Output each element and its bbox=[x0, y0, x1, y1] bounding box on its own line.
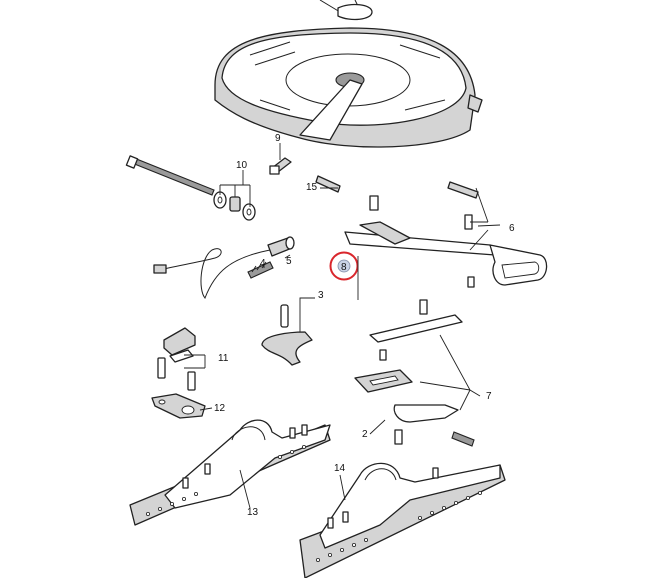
leader-lines bbox=[184, 143, 501, 509]
callout-15: 15 bbox=[306, 182, 318, 193]
callout-8: 8 bbox=[341, 262, 347, 273]
part-5-sensor-cable bbox=[153, 236, 295, 299]
part-14-right-bracket bbox=[299, 462, 506, 578]
part-3-lock-hook bbox=[261, 304, 313, 366]
part-10-rod-assembly bbox=[125, 155, 256, 221]
callout-2: 2 bbox=[362, 429, 368, 440]
part-9-bolt bbox=[269, 157, 292, 175]
part-13-left-bracket bbox=[129, 419, 331, 526]
part-6-release-linkage bbox=[315, 175, 548, 288]
part-12-plate bbox=[151, 393, 206, 419]
callout-14: 14 bbox=[334, 463, 346, 474]
callout-12: 12 bbox=[214, 403, 226, 414]
part-11-clamp bbox=[157, 327, 196, 391]
callout-13: 13 bbox=[247, 507, 259, 518]
callout-10: 10 bbox=[236, 160, 248, 171]
fifth-wheel-top-plate bbox=[214, 0, 483, 148]
callout-9: 9 bbox=[275, 133, 281, 144]
callout-4: 4 bbox=[260, 258, 266, 269]
callout-11: 11 bbox=[218, 353, 229, 364]
callouts: 2 3 4 5 6 7 8 9 10 11 12 13 14 15 bbox=[214, 133, 515, 518]
callout-5: 5 bbox=[286, 256, 292, 267]
callout-7: 7 bbox=[486, 391, 492, 402]
callout-6: 6 bbox=[509, 223, 515, 234]
part-8-highlight bbox=[329, 251, 359, 281]
callout-3: 3 bbox=[318, 290, 324, 301]
part-7-lever-assembly bbox=[354, 299, 475, 447]
